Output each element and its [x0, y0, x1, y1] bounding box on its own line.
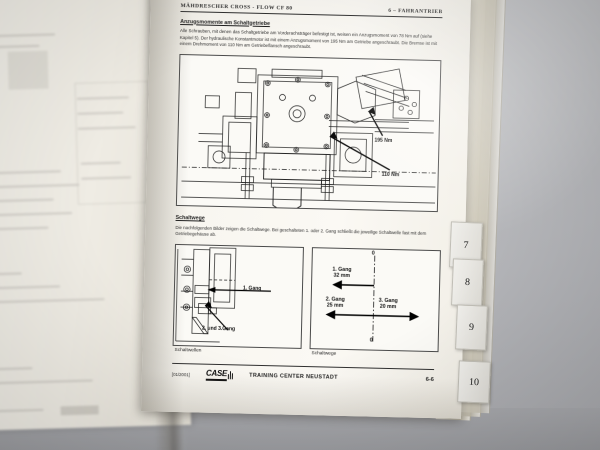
shaft-drawing — [175, 247, 271, 343]
figure-row: 1. Gang 2. und 3.Gang Schaltwellen — [172, 243, 441, 360]
callout-195nm: 195 Nm — [374, 137, 393, 145]
gearbox-drawing — [181, 68, 436, 212]
index-tab-10[interactable]: 10 — [457, 360, 491, 404]
figure-shafts: 1. Gang 2. und 3.Gang Schaltwellen — [172, 243, 304, 357]
travel-diagram — [325, 255, 420, 342]
section-body-torque: Alle Schrauben, mit denen das Schaltgetr… — [179, 27, 438, 50]
figure-travel-diagram: 0 0 1. Gang 32 mm 2. Gang 25 mm — [309, 247, 441, 360]
travel-label-gear-3: 3. Gang 20 mm — [378, 297, 398, 311]
page-content: MÄHDRESCHER CROSS - FLOW CF 80 6 – FAHRA… — [171, 3, 443, 399]
index-tab-10-label: 10 — [468, 376, 480, 388]
section-body-travel: Die nachfolgenden Bilder zeigen die Scha… — [175, 224, 427, 238]
page-header: MÄHDRESCHER CROSS - FLOW CF 80 6 – FAHRA… — [180, 3, 443, 17]
label-gear-1: 1. Gang — [242, 285, 262, 292]
figure-gearbox-assembly: 195 Nm 110 Nm — [175, 54, 442, 213]
index-tab-7-label: 7 — [463, 239, 469, 251]
axis-zero-bottom: 0 — [369, 337, 373, 344]
travel-label-gear-1: 1. Gang 32 mm — [332, 266, 352, 280]
index-tab-9-label: 9 — [468, 321, 475, 334]
header-title-right: 6 – FAHRANTRIEB — [388, 7, 443, 16]
caption-shaft-figure: Schaltwellen — [174, 348, 202, 355]
manual-page: MÄHDRESCHER CROSS - FLOW CF 80 6 – FAHRA… — [141, 0, 471, 419]
travel-label-gear-2: 2. Gang 25 mm — [325, 296, 345, 310]
index-tab-9[interactable]: 9 — [455, 304, 488, 351]
label-gear-2-3: 2. und 3.Gang — [201, 325, 236, 333]
index-tab-8[interactable]: 8 — [451, 258, 484, 307]
axis-zero-top: 0 — [371, 250, 375, 257]
index-tab-8-label: 8 — [464, 276, 471, 289]
callout-110nm: 110 Nm — [381, 171, 400, 179]
caption-travel-figure: Schaltwege — [311, 351, 337, 358]
